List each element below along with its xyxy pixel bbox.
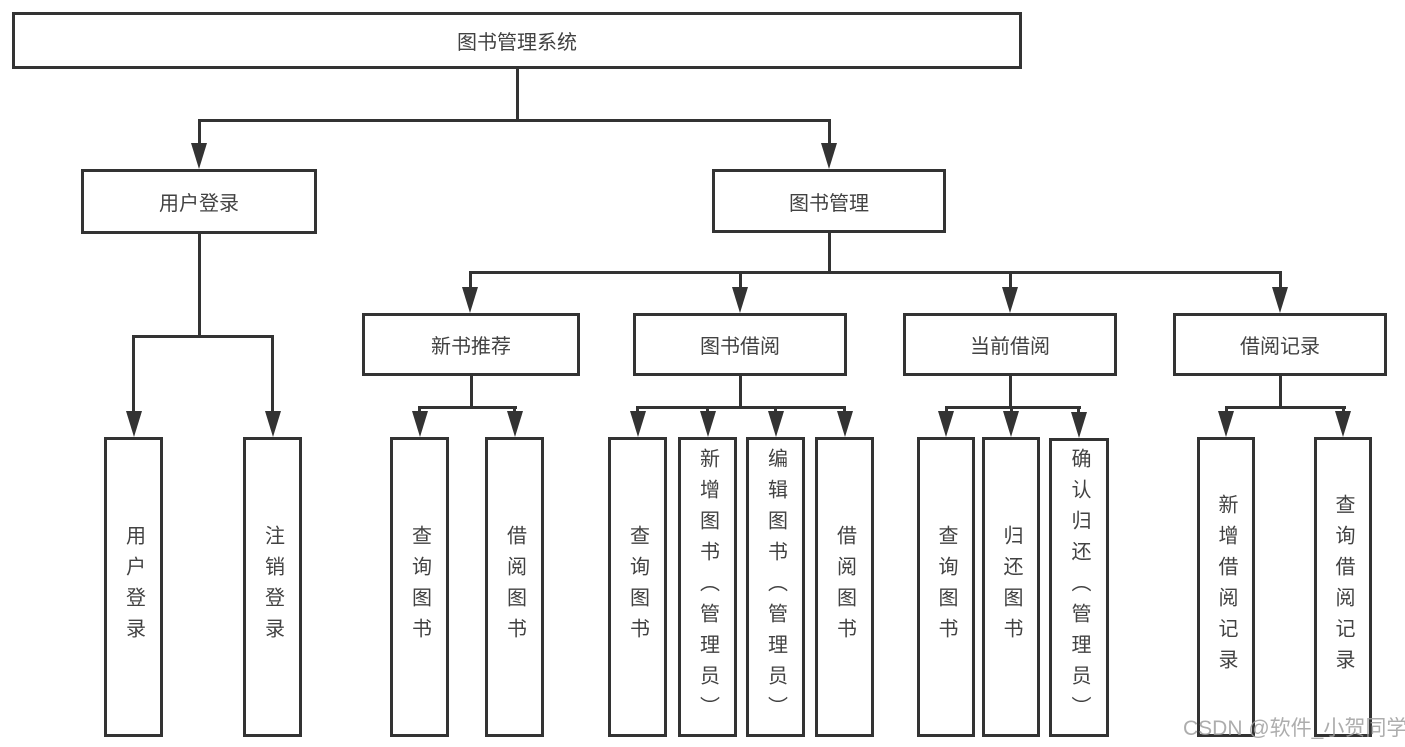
connector-drop-confirm-return bbox=[1077, 408, 1080, 414]
leaf-add-book-admin: 新增图书（管理员） bbox=[678, 437, 737, 737]
connector-borrow-record-stem bbox=[1278, 376, 1282, 409]
node-book-management-label: 图书管理 bbox=[789, 192, 869, 215]
node-book-management: 图书管理 bbox=[712, 169, 946, 233]
leaf-edit-book-admin: 编辑图书（管理员） bbox=[746, 437, 805, 737]
connector-book-management-stem bbox=[827, 233, 831, 274]
arrowhead-book-borrow bbox=[732, 287, 748, 313]
leaf-return-book: 归还图书 bbox=[982, 437, 1040, 737]
leaf-borrow-borrow-book-label: 借阅图书 bbox=[833, 525, 856, 649]
leaf-query-borrow-record-label: 查询借阅记录 bbox=[1332, 494, 1354, 680]
connector-current-borrow-stem bbox=[1008, 376, 1012, 409]
arrowhead-leaf-user-login bbox=[125, 411, 142, 437]
arrowhead-current-query bbox=[938, 411, 954, 437]
connector-root-bus bbox=[197, 119, 831, 122]
node-root: 图书管理系统 bbox=[12, 12, 1022, 69]
leaf-borrow-query-book: 查询图书 bbox=[608, 437, 667, 737]
node-borrow-record-label: 借阅记录 bbox=[1240, 336, 1320, 358]
node-root-label: 图书管理系统 bbox=[457, 32, 577, 54]
connector-book-management-bus bbox=[468, 271, 1282, 274]
leaf-edit-book-admin-label: 编辑图书（管理员） bbox=[764, 447, 787, 727]
leaf-recommend-query-book: 查询图书 bbox=[390, 437, 449, 737]
node-new-book-recommend-label: 新书推荐 bbox=[431, 336, 511, 358]
connector-drop-current-borrow bbox=[1008, 273, 1012, 289]
arrowhead-edit-book bbox=[767, 411, 784, 437]
connector-user-login-stem bbox=[197, 234, 201, 338]
node-new-book-recommend: 新书推荐 bbox=[362, 313, 580, 376]
node-user-login: 用户登录 bbox=[81, 169, 317, 234]
node-current-borrow-label: 当前借阅 bbox=[970, 336, 1050, 358]
connector-drop-book-borrow bbox=[738, 273, 742, 289]
connector-drop-borrow-record bbox=[1278, 273, 1282, 289]
arrowhead-new-book-recommend bbox=[462, 287, 478, 313]
node-book-borrow-label: 图书借阅 bbox=[700, 336, 780, 358]
csdn-watermark: CSDN @软件_小贺同学 bbox=[1183, 717, 1405, 740]
leaf-add-borrow-record-label: 新增借阅记录 bbox=[1215, 494, 1237, 680]
leaf-user-login-label: 用户登录 bbox=[122, 525, 145, 649]
connector-new-book-recommend-bus bbox=[418, 406, 517, 409]
node-book-borrow: 图书借阅 bbox=[633, 313, 847, 376]
arrowhead-recommend-query bbox=[411, 411, 428, 437]
connector-drop-leaf-user-login bbox=[132, 337, 135, 413]
arrowhead-add-book bbox=[699, 411, 716, 437]
leaf-confirm-return-admin-label: 确认归还（管理员） bbox=[1068, 448, 1090, 727]
node-user-login-label: 用户登录 bbox=[159, 193, 239, 215]
connector-current-borrow-bus bbox=[944, 406, 1081, 409]
connector-new-book-recommend-stem bbox=[469, 376, 473, 409]
arrowhead-recommend-borrow bbox=[506, 411, 523, 437]
leaf-query-borrow-record: 查询借阅记录 bbox=[1314, 437, 1372, 737]
leaf-recommend-borrow-book: 借阅图书 bbox=[485, 437, 544, 737]
arrowhead-borrow-query bbox=[629, 411, 646, 437]
leaf-user-login: 用户登录 bbox=[104, 437, 163, 737]
leaf-confirm-return-admin: 确认归还（管理员） bbox=[1049, 438, 1109, 737]
arrowhead-query-record bbox=[1335, 411, 1351, 437]
arrowhead-user-login bbox=[191, 143, 207, 169]
leaf-current-query-book-label: 查询图书 bbox=[935, 525, 957, 649]
connector-drop-new-book-recommend bbox=[468, 273, 472, 289]
arrowhead-leaf-logout bbox=[264, 411, 281, 437]
leaf-add-borrow-record: 新增借阅记录 bbox=[1197, 437, 1255, 737]
leaf-recommend-query-book-label: 查询图书 bbox=[408, 525, 431, 649]
leaf-borrow-borrow-book: 借阅图书 bbox=[815, 437, 874, 737]
connector-drop-book-management bbox=[827, 121, 831, 146]
leaf-current-query-book: 查询图书 bbox=[917, 437, 975, 737]
leaf-logout-label: 注销登录 bbox=[261, 525, 284, 649]
connector-drop-leaf-logout bbox=[271, 337, 274, 413]
leaf-logout: 注销登录 bbox=[243, 437, 302, 737]
connector-user-login-bus bbox=[132, 335, 274, 338]
connector-root-stem bbox=[515, 68, 519, 121]
arrowhead-return-book bbox=[1003, 411, 1019, 437]
node-borrow-record: 借阅记录 bbox=[1173, 313, 1387, 376]
leaf-recommend-borrow-book-label: 借阅图书 bbox=[503, 525, 526, 649]
arrowhead-borrow-record bbox=[1272, 287, 1288, 313]
connector-book-borrow-stem bbox=[738, 376, 742, 409]
arrowhead-current-borrow bbox=[1002, 287, 1018, 313]
leaf-add-book-admin-label: 新增图书（管理员） bbox=[696, 447, 719, 727]
arrowhead-borrow-borrow bbox=[836, 411, 853, 437]
arrowhead-add-record bbox=[1218, 411, 1234, 437]
connector-book-borrow-bus bbox=[636, 406, 846, 409]
leaf-return-book-label: 归还图书 bbox=[1000, 525, 1022, 649]
connector-borrow-record-bus bbox=[1224, 406, 1346, 409]
arrowhead-book-management bbox=[821, 143, 837, 169]
node-current-borrow: 当前借阅 bbox=[903, 313, 1117, 376]
arrowhead-confirm-return bbox=[1070, 412, 1087, 438]
leaf-borrow-query-book-label: 查询图书 bbox=[626, 525, 649, 649]
connector-drop-user-login bbox=[197, 121, 201, 146]
